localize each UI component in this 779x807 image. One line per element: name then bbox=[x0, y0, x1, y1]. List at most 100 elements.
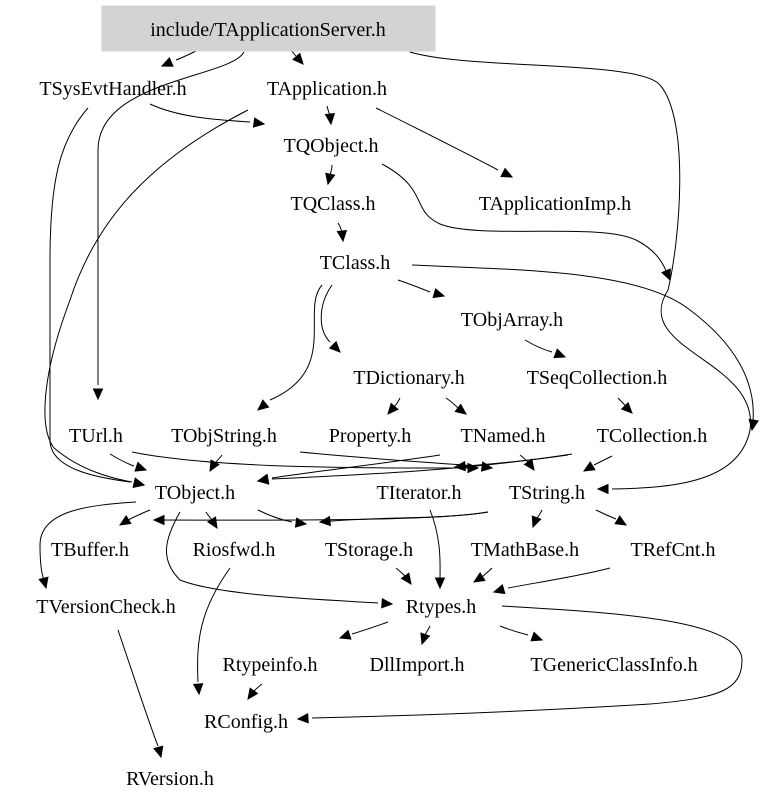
arrowhead bbox=[434, 577, 446, 590]
node-label: TVersionCheck.h bbox=[36, 596, 175, 618]
edge-line bbox=[593, 455, 613, 466]
edge-line bbox=[499, 625, 529, 636]
node-tdict[interactable]: TDictionary.h bbox=[353, 367, 464, 389]
node-property[interactable]: Property.h bbox=[329, 425, 412, 447]
edge-turl-to-tobject bbox=[109, 453, 148, 472]
arrowhead bbox=[324, 112, 336, 126]
edge-line bbox=[131, 451, 479, 469]
edge-titerator-to-rtypes bbox=[429, 509, 446, 590]
arrowhead bbox=[400, 572, 412, 585]
arrowhead bbox=[296, 712, 309, 724]
arrowhead bbox=[118, 514, 132, 526]
node-root[interactable]: include/TApplicationServer.h bbox=[101, 5, 436, 52]
edge-line bbox=[97, 51, 245, 385]
edge-rtypes-to-rtypeinfo bbox=[338, 621, 389, 640]
node-label: TGenericClassInfo.h bbox=[530, 654, 697, 676]
arrowhead bbox=[531, 515, 542, 529]
arrowhead bbox=[134, 461, 148, 472]
edge-tnamed-to-tobject bbox=[256, 454, 441, 484]
node-tappimp[interactable]: TApplicationImp.h bbox=[479, 193, 631, 215]
node-label: Rtypes.h bbox=[406, 596, 477, 618]
node-tgenericclassinfo[interactable]: TGenericClassInfo.h bbox=[530, 654, 697, 676]
arrowhead bbox=[132, 477, 146, 488]
node-tbuffer[interactable]: TBuffer.h bbox=[51, 539, 129, 561]
edge-line bbox=[311, 605, 743, 719]
node-label: TApplicationImp.h bbox=[479, 193, 631, 215]
edge-line bbox=[109, 453, 135, 467]
edge-line bbox=[149, 103, 251, 123]
edge-line bbox=[127, 509, 151, 521]
node-tcollection[interactable]: TCollection.h bbox=[597, 425, 708, 447]
edge-tclass-to-tobjarray bbox=[397, 279, 446, 299]
edge-tqobject-to-tstring bbox=[381, 163, 671, 282]
node-label: TNamed.h bbox=[461, 425, 546, 447]
arrowhead bbox=[153, 745, 164, 759]
arrowhead bbox=[381, 597, 394, 609]
arrowhead bbox=[420, 632, 431, 646]
edge-line bbox=[524, 339, 553, 353]
node-label: TDictionary.h bbox=[353, 367, 464, 389]
arrowhead bbox=[500, 167, 514, 178]
node-dllimport[interactable]: DllImport.h bbox=[370, 654, 465, 676]
node-tmathbase[interactable]: TMathBase.h bbox=[471, 539, 579, 561]
node-riosfwd[interactable]: Riosfwd.h bbox=[193, 539, 276, 561]
node-label: TObject.h bbox=[155, 482, 235, 504]
node-tclass[interactable]: TClass.h bbox=[320, 252, 391, 274]
node-turl[interactable]: TUrl.h bbox=[69, 425, 123, 447]
root-node-box bbox=[101, 5, 436, 52]
edge-turl-to-tstring bbox=[131, 451, 480, 474]
edge-line bbox=[329, 164, 333, 176]
arrowhead bbox=[453, 460, 466, 472]
node-label: Property.h bbox=[329, 425, 412, 447]
node-label: TApplication.h bbox=[267, 78, 387, 100]
edge-rtypes-to-tgenericclassinfo bbox=[499, 625, 544, 642]
node-titerator[interactable]: TIterator.h bbox=[377, 482, 462, 504]
edge-line bbox=[507, 567, 611, 589]
arrowhead bbox=[492, 584, 506, 595]
node-rtypes[interactable]: Rtypes.h bbox=[406, 596, 477, 618]
edge-tseqcoll-to-tcollection bbox=[617, 397, 633, 414]
arrowhead bbox=[530, 631, 544, 642]
node-tsysevt[interactable]: TSysEvtHandler.h bbox=[39, 78, 186, 100]
edge-line bbox=[409, 51, 751, 490]
arrowhead bbox=[247, 687, 259, 700]
node-tqobject[interactable]: TQObject.h bbox=[284, 135, 379, 157]
edge-line bbox=[481, 567, 493, 578]
node-label: TMathBase.h bbox=[471, 539, 579, 561]
node-tnamed[interactable]: TNamed.h bbox=[461, 425, 546, 447]
arrowhead bbox=[92, 388, 104, 401]
node-tobjarray[interactable]: TObjArray.h bbox=[461, 309, 563, 331]
edge-line bbox=[351, 621, 389, 635]
node-tseqcoll[interactable]: TSeqCollection.h bbox=[527, 367, 668, 389]
edge-tclass-to-tobjstring bbox=[257, 284, 323, 411]
edge-rtypeinfo-to-rconfig bbox=[247, 683, 263, 700]
node-trefcnt[interactable]: TRefCnt.h bbox=[631, 539, 716, 561]
edge-line bbox=[397, 279, 431, 293]
edge-tversioncheck-to-rversion bbox=[117, 629, 164, 759]
node-label: include/TApplicationServer.h bbox=[150, 19, 386, 41]
node-tstring[interactable]: TString.h bbox=[509, 482, 585, 504]
arrowhead bbox=[614, 515, 628, 526]
node-rtypeinfo[interactable]: Rtypeinfo.h bbox=[223, 654, 318, 676]
node-tapp[interactable]: TApplication.h bbox=[267, 78, 387, 100]
edge-tqclass-to-tclass bbox=[336, 222, 348, 243]
edge-tsysevt-to-tqobject bbox=[149, 103, 266, 128]
edge-line bbox=[153, 511, 489, 521]
node-tqclass[interactable]: TQClass.h bbox=[291, 193, 376, 215]
arrowhead bbox=[192, 683, 204, 696]
node-tobjstring[interactable]: TObjString.h bbox=[171, 425, 277, 447]
node-tversioncheck[interactable]: TVersionCheck.h bbox=[36, 596, 175, 618]
edge-tobject-to-tstorage bbox=[257, 509, 308, 528]
edge-tclass-to-tdict bbox=[320, 284, 341, 353]
node-rversion[interactable]: RVersion.h bbox=[126, 768, 214, 790]
node-label: TClass.h bbox=[320, 252, 391, 274]
node-tobject[interactable]: TObject.h bbox=[155, 482, 235, 504]
edge-line bbox=[381, 163, 671, 281]
node-tstorage[interactable]: TStorage.h bbox=[325, 539, 413, 561]
edge-root-to-tsysevt bbox=[160, 48, 201, 67]
edge-tstring-to-trefcnt bbox=[595, 509, 628, 526]
edge-tmathbase-to-rtypes bbox=[472, 567, 493, 583]
node-rconfig[interactable]: RConfig.h bbox=[204, 711, 288, 733]
arrowhead bbox=[387, 402, 399, 415]
